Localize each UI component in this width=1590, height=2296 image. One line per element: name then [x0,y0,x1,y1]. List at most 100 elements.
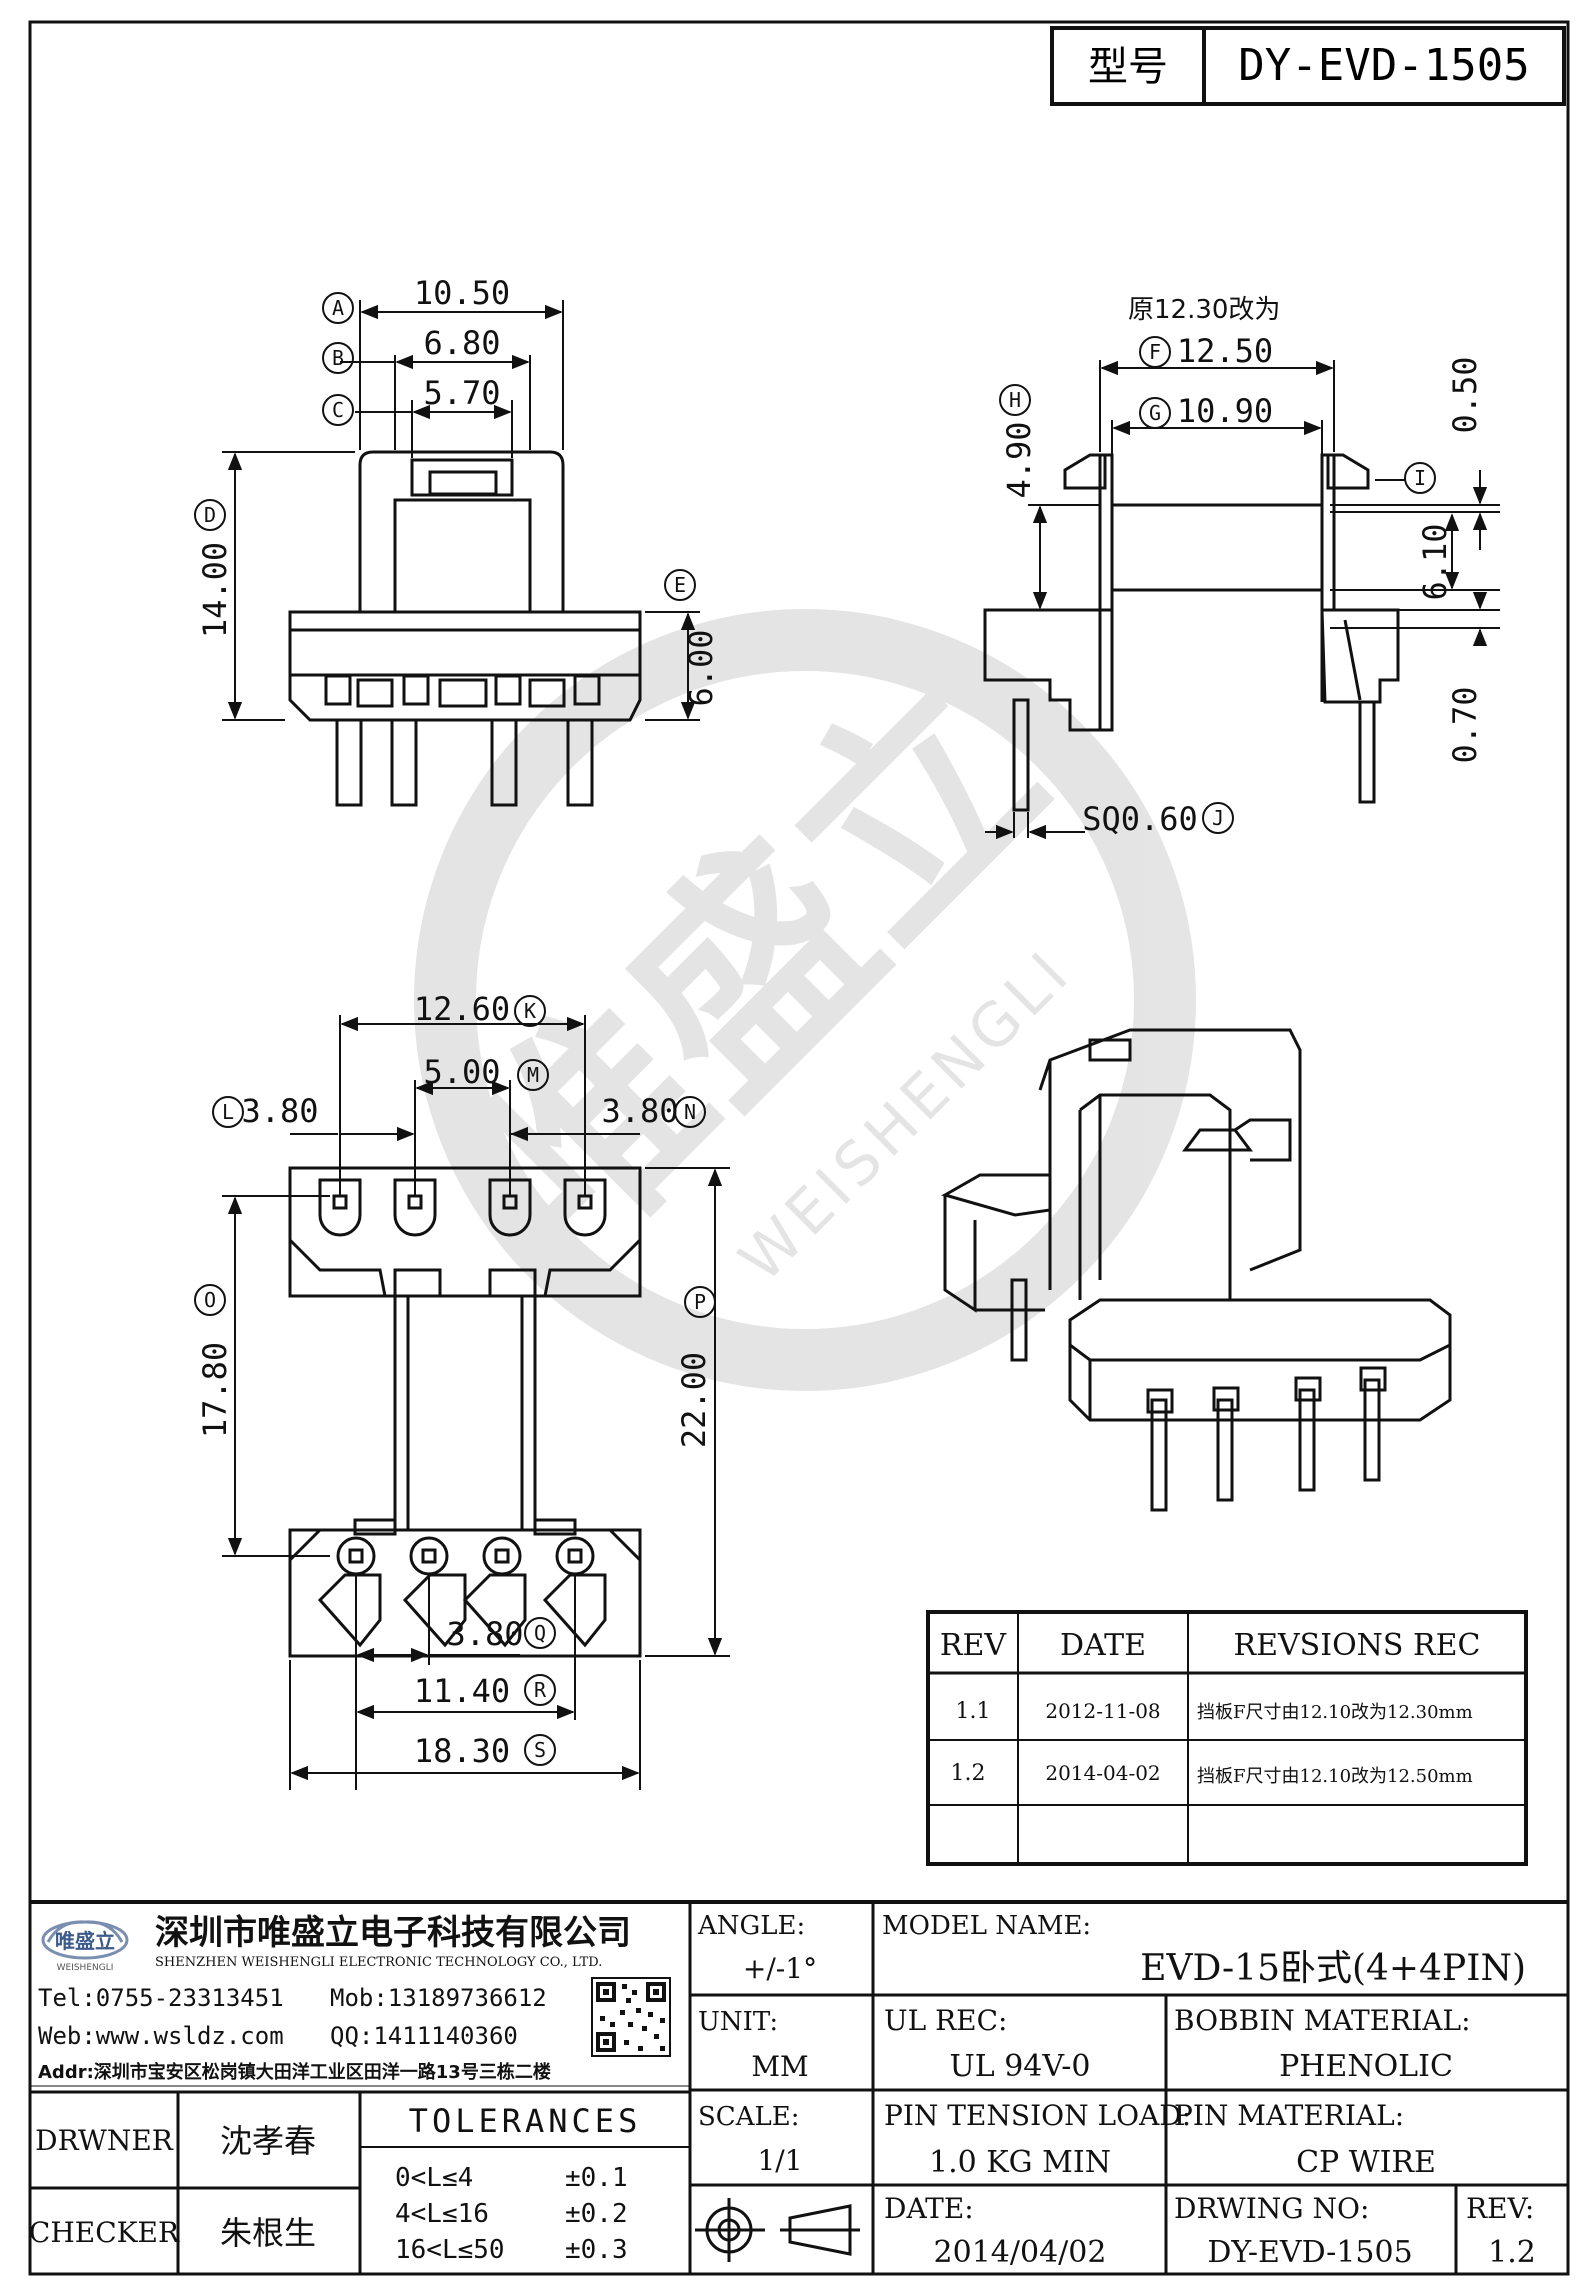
dim-i-top: 0.50 [1446,356,1484,433]
company-name-en: SHENZHEN WEISHENGLI ELECTRONIC TECHNOLOG… [155,1955,602,1970]
rev-row2-rev: 1.2 [951,1761,986,1786]
company-addr: Addr:深圳市宝安区松岗镇大田洋工业区田洋一路13号三栋二楼 [38,2061,551,2083]
note-d: D [204,503,216,527]
rev-row1-rec: 挡板F尺寸由12.10改为12.30mm [1197,1702,1473,1723]
tol-value-2: ±0.2 [565,2199,628,2229]
side-view-labels: 原12.30改为 F G H I J 12.50 10.90 4.90 0.50… [1000,295,1484,838]
unit-value: MM [751,2050,808,2083]
company-qq: QQ:1411140360 [330,2022,518,2050]
tol-range-2: 4<L≤16 [395,2199,489,2229]
tol-value-1: ±0.1 [565,2163,628,2193]
front-view-dimensions [194,292,700,721]
model-name-value: EVD-15卧式(4+4PIN) [1140,1948,1526,1989]
company-web: Web:www.wsldz.com [38,2022,284,2050]
note-a: A [332,296,344,320]
bobbin-value: PHENOLIC [1279,2049,1453,2084]
note-i: I [1414,466,1426,490]
dim-a: 10.50 [414,274,510,312]
title-block-text: 深圳市唯盛立电子科技有限公司 SHENZHEN WEISHENGLI ELECT… [29,1911,1536,2270]
dim-e: 6.00 [682,629,720,706]
qr-code-icon [591,1977,671,2057]
date-label: DATE: [884,2192,974,2225]
note-l: L [222,1100,234,1124]
date-value: 2014/04/02 [934,2235,1107,2270]
dim-bottom: 0.70 [1446,686,1484,763]
drawing-no-label: DRWING NO: [1174,2192,1369,2225]
scale-label: SCALE: [698,2102,800,2132]
company-logo: 唯盛立 WEISHENGLI [41,1920,129,1973]
dim-h: 4.90 [1000,421,1038,498]
model-header-label: 型号 [1088,44,1168,90]
scale-value: 1/1 [757,2144,802,2177]
note-g: G [1149,401,1161,425]
note-k: K [524,999,536,1023]
model-name-label: MODEL NAME: [882,1911,1091,1941]
model-header-value: DY-EVD-1505 [1238,40,1529,91]
note-f: F [1149,340,1161,364]
tol-range-3: 16<L≤50 [395,2235,505,2265]
rev-header-date: DATE [1060,1628,1146,1663]
dim-l: 3.80 [241,1092,318,1130]
dim-r: 11.40 [414,1672,510,1710]
dim-o: 17.80 [196,1342,234,1438]
pin-tension-label: PIN TENSION LOAD: [884,2099,1191,2132]
bobbin-label: BOBBIN MATERIAL: [1174,2004,1471,2037]
model-header: 型号 DY-EVD-1505 [1050,26,1566,106]
dim-d: 14.00 [196,542,234,638]
side-view-dimensions [985,336,1500,840]
logo-cn: 唯盛立 [55,1929,115,1953]
rev-row1-rev: 1.1 [956,1699,991,1724]
rev-header-rec: REVSIONS REC [1234,1628,1481,1663]
angle-label: ANGLE: [697,1911,805,1941]
title-block-grid [30,1900,1568,2274]
note-b: B [332,346,344,370]
dim-p: 22.00 [675,1352,713,1448]
dim-k: 12.60 [414,990,510,1028]
front-view [288,450,642,807]
tol-value-3: ±0.3 [565,2235,628,2265]
rev-row2-rec: 挡板F尺寸由12.10改为12.50mm [1197,1766,1473,1787]
note-o: O [204,1288,216,1312]
isometric-view [941,1028,1452,1512]
drawer-label: DRWNER [35,2124,174,2157]
pin-tension-value: 1.0 KG MIN [929,2145,1111,2180]
ul-value: UL 94V-0 [949,2049,1090,2084]
company-tel: Tel:0755-23313451 [38,1984,284,2012]
note-p: P [694,1290,706,1314]
checker-label: CHECKER [29,2216,180,2249]
logo-en: WEISHENGLI [57,1963,114,1973]
dim-j: SQ0.60 [1082,800,1198,838]
bottom-view-dimensions [194,995,730,1790]
company-name-cn: 深圳市唯盛立电子科技有限公司 [155,1913,631,1953]
sheet-border [28,20,1570,2276]
dim-g: 10.90 [1177,392,1273,430]
rev-header-rev: REV [940,1628,1007,1663]
revision-table-text: REV DATE REVSIONS REC 1.1 2012-11-08 挡板F… [940,1628,1481,1787]
dim-n: 3.80 [601,1092,678,1130]
unit-label: UNIT: [698,2007,778,2037]
note-r: R [534,1678,547,1702]
company-mob: Mob:13189736612 [330,1984,547,2012]
note-q: Q [534,1621,546,1645]
tolerances-label: TOLERANCES [409,2102,642,2140]
note-e: E [674,573,686,597]
dim-c: 5.70 [423,374,500,412]
note-n: N [684,1100,696,1124]
note-j: J [1212,806,1224,830]
bottom-view [288,1166,642,1658]
tol-range-1: 0<L≤4 [395,2163,473,2193]
note-m: M [527,1063,539,1087]
dim-i: 6.10 [1416,523,1454,600]
drawing-no-value: DY-EVD-1505 [1207,2235,1412,2270]
note-c: C [332,398,344,422]
dim-q: 3.80 [446,1615,523,1653]
original-note: 原12.30改为 [1128,295,1280,325]
dim-m: 5.00 [423,1053,500,1091]
pin-material-label: PIN MATERIAL: [1174,2099,1404,2132]
rev-value: 1.2 [1488,2235,1536,2270]
dim-f: 12.50 [1177,332,1273,370]
rev-label: REV: [1466,2192,1534,2225]
pin-material-value: CP WIRE [1296,2145,1436,2180]
rev-row1-date: 2012-11-08 [1045,1699,1160,1723]
bottom-view-labels: K M L N O P Q R S 12.60 5.00 3.80 3.80 1… [196,990,713,1770]
